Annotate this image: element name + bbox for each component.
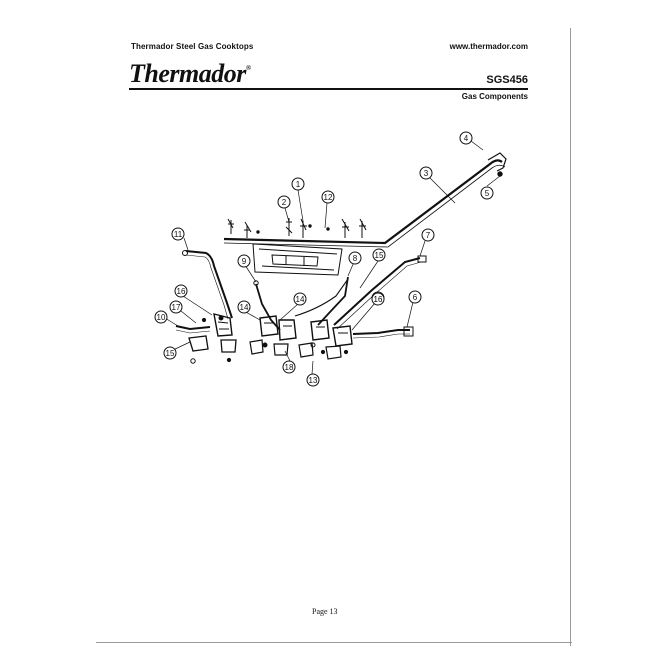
manifold-valves (227, 218, 367, 238)
leader-lines (164, 140, 501, 375)
callout-10: 10 (154, 310, 168, 324)
svg-text:12: 12 (324, 193, 333, 202)
svg-text:15: 15 (166, 349, 175, 358)
left-supply-tube (182, 250, 233, 320)
manifold-pipe (223, 152, 507, 248)
callout-1: 1 (291, 177, 305, 191)
valve-bracket (252, 243, 343, 276)
callout-labels: 1 2 3 4 5 6 7 8 9 10 11 12 13 14 14 15 1… (154, 131, 494, 387)
svg-text:11: 11 (174, 230, 183, 239)
left-lower-tube (175, 325, 211, 334)
svg-text:10: 10 (157, 313, 166, 322)
svg-text:14: 14 (240, 303, 249, 312)
callout-3: 3 (419, 166, 433, 180)
callout-9: 9 (237, 254, 251, 268)
callout-16-right-text: 16 (374, 295, 383, 304)
section-title: Gas Components (461, 92, 528, 101)
svg-text:13: 13 (309, 376, 318, 385)
header-website: www.thermador.com (449, 42, 528, 51)
center-right-tube (294, 276, 349, 326)
callout-14-left: 14 (237, 300, 251, 314)
svg-text:17: 17 (172, 303, 181, 312)
model-number: SGS456 (486, 74, 528, 86)
brand-logo: Thermador® (129, 59, 251, 89)
svg-text:7: 7 (426, 231, 431, 240)
svg-text:16: 16 (177, 287, 186, 296)
svg-text:9: 9 (242, 257, 247, 266)
callout-6: 6 (408, 290, 422, 304)
callout-2: 2 (277, 195, 291, 209)
callout-15-top: 15 (372, 248, 386, 262)
svg-text:3: 3 (424, 169, 429, 178)
svg-text:6: 6 (413, 293, 418, 302)
svg-text:4: 4 (464, 134, 469, 143)
center-left-tube (253, 280, 281, 331)
callout-11: 11 (171, 227, 185, 241)
callout-15-left: 15 (163, 346, 177, 360)
valve-assembly-left-lower (188, 335, 237, 364)
svg-text:2: 2 (282, 198, 287, 207)
svg-text:1: 1 (296, 180, 301, 189)
valve-assembly-left (201, 313, 233, 337)
right-upper-tube (333, 255, 427, 330)
callout-14-right: 14 (293, 292, 307, 306)
right-lower-tube (352, 326, 414, 339)
svg-text:14: 14 (296, 295, 305, 304)
callout-16-right-bubble: 16 (371, 292, 385, 306)
page-edge-bottom (96, 642, 572, 643)
svg-text:5: 5 (485, 189, 490, 198)
valve-assembly-right (325, 325, 353, 360)
callout-7: 7 (421, 228, 435, 242)
callout-17: 17 (169, 300, 183, 314)
callout-13: 13 (306, 373, 320, 387)
brand-logo-mark: ® (245, 64, 251, 72)
svg-text:15: 15 (375, 251, 384, 260)
callout-5: 5 (480, 186, 494, 200)
svg-text:8: 8 (353, 254, 358, 263)
callout-16-left: 16 (174, 284, 188, 298)
callout-18: 18 (282, 360, 296, 374)
page-edge-right (570, 28, 571, 646)
svg-text:18: 18 (285, 363, 294, 372)
header-rule (129, 88, 528, 90)
callout-12: 12 (321, 190, 335, 204)
callout-8: 8 (348, 251, 362, 265)
page-number: Page 13 (312, 607, 338, 616)
brand-logo-text: Thermador (129, 59, 246, 88)
header-product-line: Thermador Steel Gas Cooktops (131, 42, 254, 51)
valve-assembly-center-right (298, 319, 330, 358)
callout-4: 4 (459, 131, 473, 145)
